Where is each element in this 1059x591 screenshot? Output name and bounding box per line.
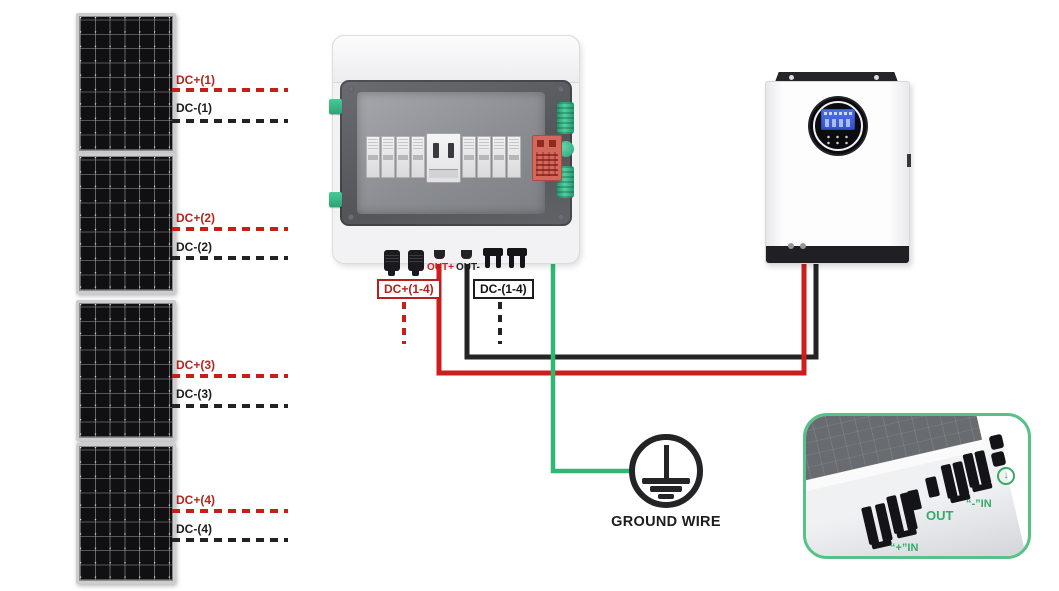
- solar-panel-2: [76, 153, 176, 294]
- panel4-neg-label: DC-(4): [176, 522, 212, 536]
- solar-panel-1: [76, 13, 176, 154]
- branch-connector: [507, 248, 527, 268]
- panel-cells: [80, 304, 172, 437]
- solar-panel-4: [76, 443, 176, 584]
- breaker-module: [462, 136, 476, 178]
- panel4-pos-label: DC+(4): [176, 493, 216, 507]
- panel4-pos-dash: [172, 509, 288, 513]
- inverter: [765, 72, 911, 264]
- mc4-connector: [990, 450, 1007, 468]
- panel-cells: [80, 17, 172, 150]
- inverter-display: [810, 98, 866, 154]
- lcd-screen: [821, 109, 855, 130]
- breaker-terminal-strip: [429, 169, 458, 178]
- panel3-pos-dash: [172, 374, 288, 378]
- panel1-pos-label: DC+(1): [176, 73, 216, 87]
- inverter-terminal-band: [766, 243, 909, 263]
- string-positive-tag: DC+(1-4): [377, 279, 441, 299]
- panel3-pos-label: DC+(3): [176, 358, 216, 372]
- screw-icon: [874, 75, 879, 80]
- negative-wire: [464, 254, 819, 360]
- solar-panel-3: [76, 300, 176, 441]
- breaker-module: [411, 136, 425, 178]
- ground-bar: [650, 486, 682, 492]
- string-negative-dash: [498, 302, 502, 344]
- screw-icon: [789, 75, 794, 80]
- positive-wire: [436, 254, 807, 376]
- panel2-neg-dash: [172, 256, 288, 260]
- ground-stem: [664, 445, 669, 481]
- out-positive-label: OUT+: [427, 262, 454, 273]
- panel-cells: [80, 447, 172, 580]
- cable-gland: [557, 102, 574, 134]
- panel2-pos-label: DC+(2): [176, 211, 216, 225]
- green-clip: [329, 99, 342, 114]
- panel4-neg-dash: [172, 538, 288, 542]
- mc4-connector: [408, 250, 424, 276]
- ground-wire-green: [550, 252, 632, 474]
- breaker-module: [396, 136, 410, 178]
- breaker-module: [492, 136, 506, 178]
- inset-pos-in-label: “+”IN: [890, 542, 919, 554]
- screw-icon: [558, 214, 564, 220]
- inset-ground-icon: ↓: [997, 467, 1015, 485]
- screw-icon: [558, 86, 564, 92]
- cable-gland-circle: [558, 141, 574, 157]
- combiner-box: [329, 35, 580, 264]
- screw-icon: [348, 86, 354, 92]
- breaker-module: [366, 136, 380, 178]
- panel3-neg-dash: [172, 404, 288, 408]
- combiner-box-lid: [333, 36, 579, 83]
- panel2-neg-label: DC-(2): [176, 240, 212, 254]
- panel1-neg-label: DC-(1): [176, 101, 212, 115]
- panel2-pos-dash: [172, 227, 288, 231]
- terminal-knob: [788, 243, 794, 249]
- surge-protector-module: [532, 135, 562, 181]
- inset-neg-in-label: “-”IN: [966, 498, 992, 510]
- detail-inset: ↓ OUT “-”IN “+”IN: [803, 413, 1031, 559]
- panel1-neg-dash: [172, 119, 288, 123]
- string-negative-tag: DC-(1-4): [473, 279, 534, 299]
- ground-bar: [658, 494, 674, 499]
- panel-cells: [80, 157, 172, 290]
- ground-symbol-icon: [629, 434, 703, 508]
- branch-connector: [483, 248, 503, 268]
- display-buttons: [824, 134, 852, 146]
- ground-bar: [642, 478, 690, 484]
- screw-icon: [348, 214, 354, 220]
- panel1-pos-dash: [172, 88, 288, 92]
- breaker-module: [477, 136, 491, 178]
- string-positive-dash: [402, 302, 406, 344]
- mc4-connector: [384, 250, 400, 276]
- breaker-row: [366, 133, 562, 183]
- out-positive-stub: [434, 250, 445, 259]
- panel3-neg-label: DC-(3): [176, 387, 212, 401]
- green-clip: [329, 192, 342, 207]
- ground-wire-label: GROUND WIRE: [611, 514, 721, 530]
- mc4-connector: [988, 433, 1005, 451]
- terminal-knob: [800, 243, 806, 249]
- mounting-bracket: [775, 72, 898, 82]
- inverter-body: [765, 81, 911, 264]
- out-negative-stub: [461, 250, 472, 259]
- breaker-module: [507, 136, 521, 178]
- inset-out-label: OUT: [926, 508, 954, 523]
- side-port: [907, 154, 911, 167]
- out-negative-label: OUT-: [456, 262, 480, 273]
- main-dc-breaker: [426, 133, 461, 183]
- breaker-module: [381, 136, 395, 178]
